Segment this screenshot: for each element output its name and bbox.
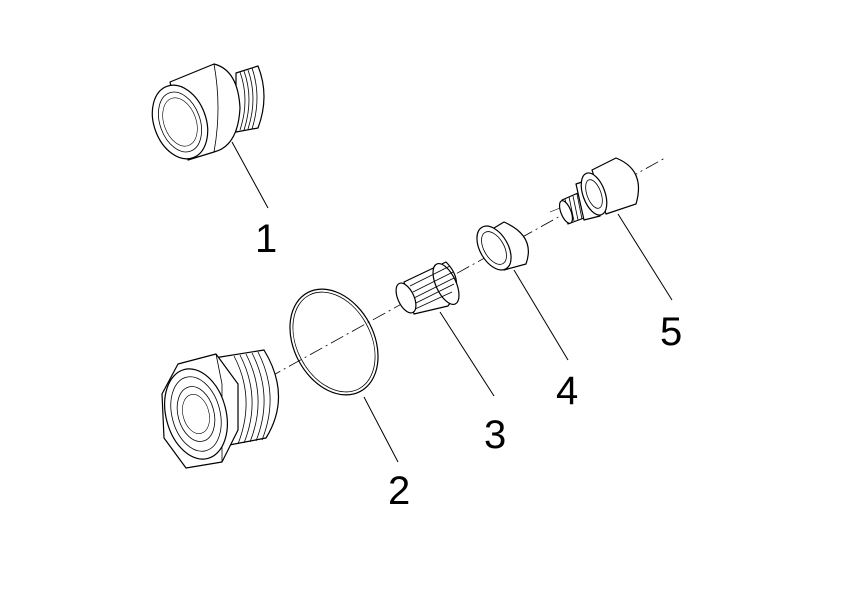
- part-2-o-ring: [289, 288, 379, 396]
- leader-line-3: [439, 311, 495, 397]
- callout-label-2: 2: [388, 469, 410, 513]
- leader-line-5: [617, 213, 673, 301]
- part-3-spline-adapter: [395, 261, 460, 315]
- leader-line-4: [513, 269, 569, 361]
- part-1-threaded-adapter: [151, 63, 265, 161]
- leader-line-2: [363, 396, 399, 463]
- callout-label-3: 3: [484, 413, 506, 457]
- part-4-washer: [476, 221, 529, 271]
- callout-label-1: 1: [255, 217, 277, 261]
- leader-line-1: [231, 141, 269, 209]
- part-main-threaded-body: [161, 349, 280, 469]
- part-5-spindle: [549, 157, 640, 225]
- callout-label-4: 4: [556, 369, 578, 413]
- callout-label-5: 5: [660, 310, 682, 354]
